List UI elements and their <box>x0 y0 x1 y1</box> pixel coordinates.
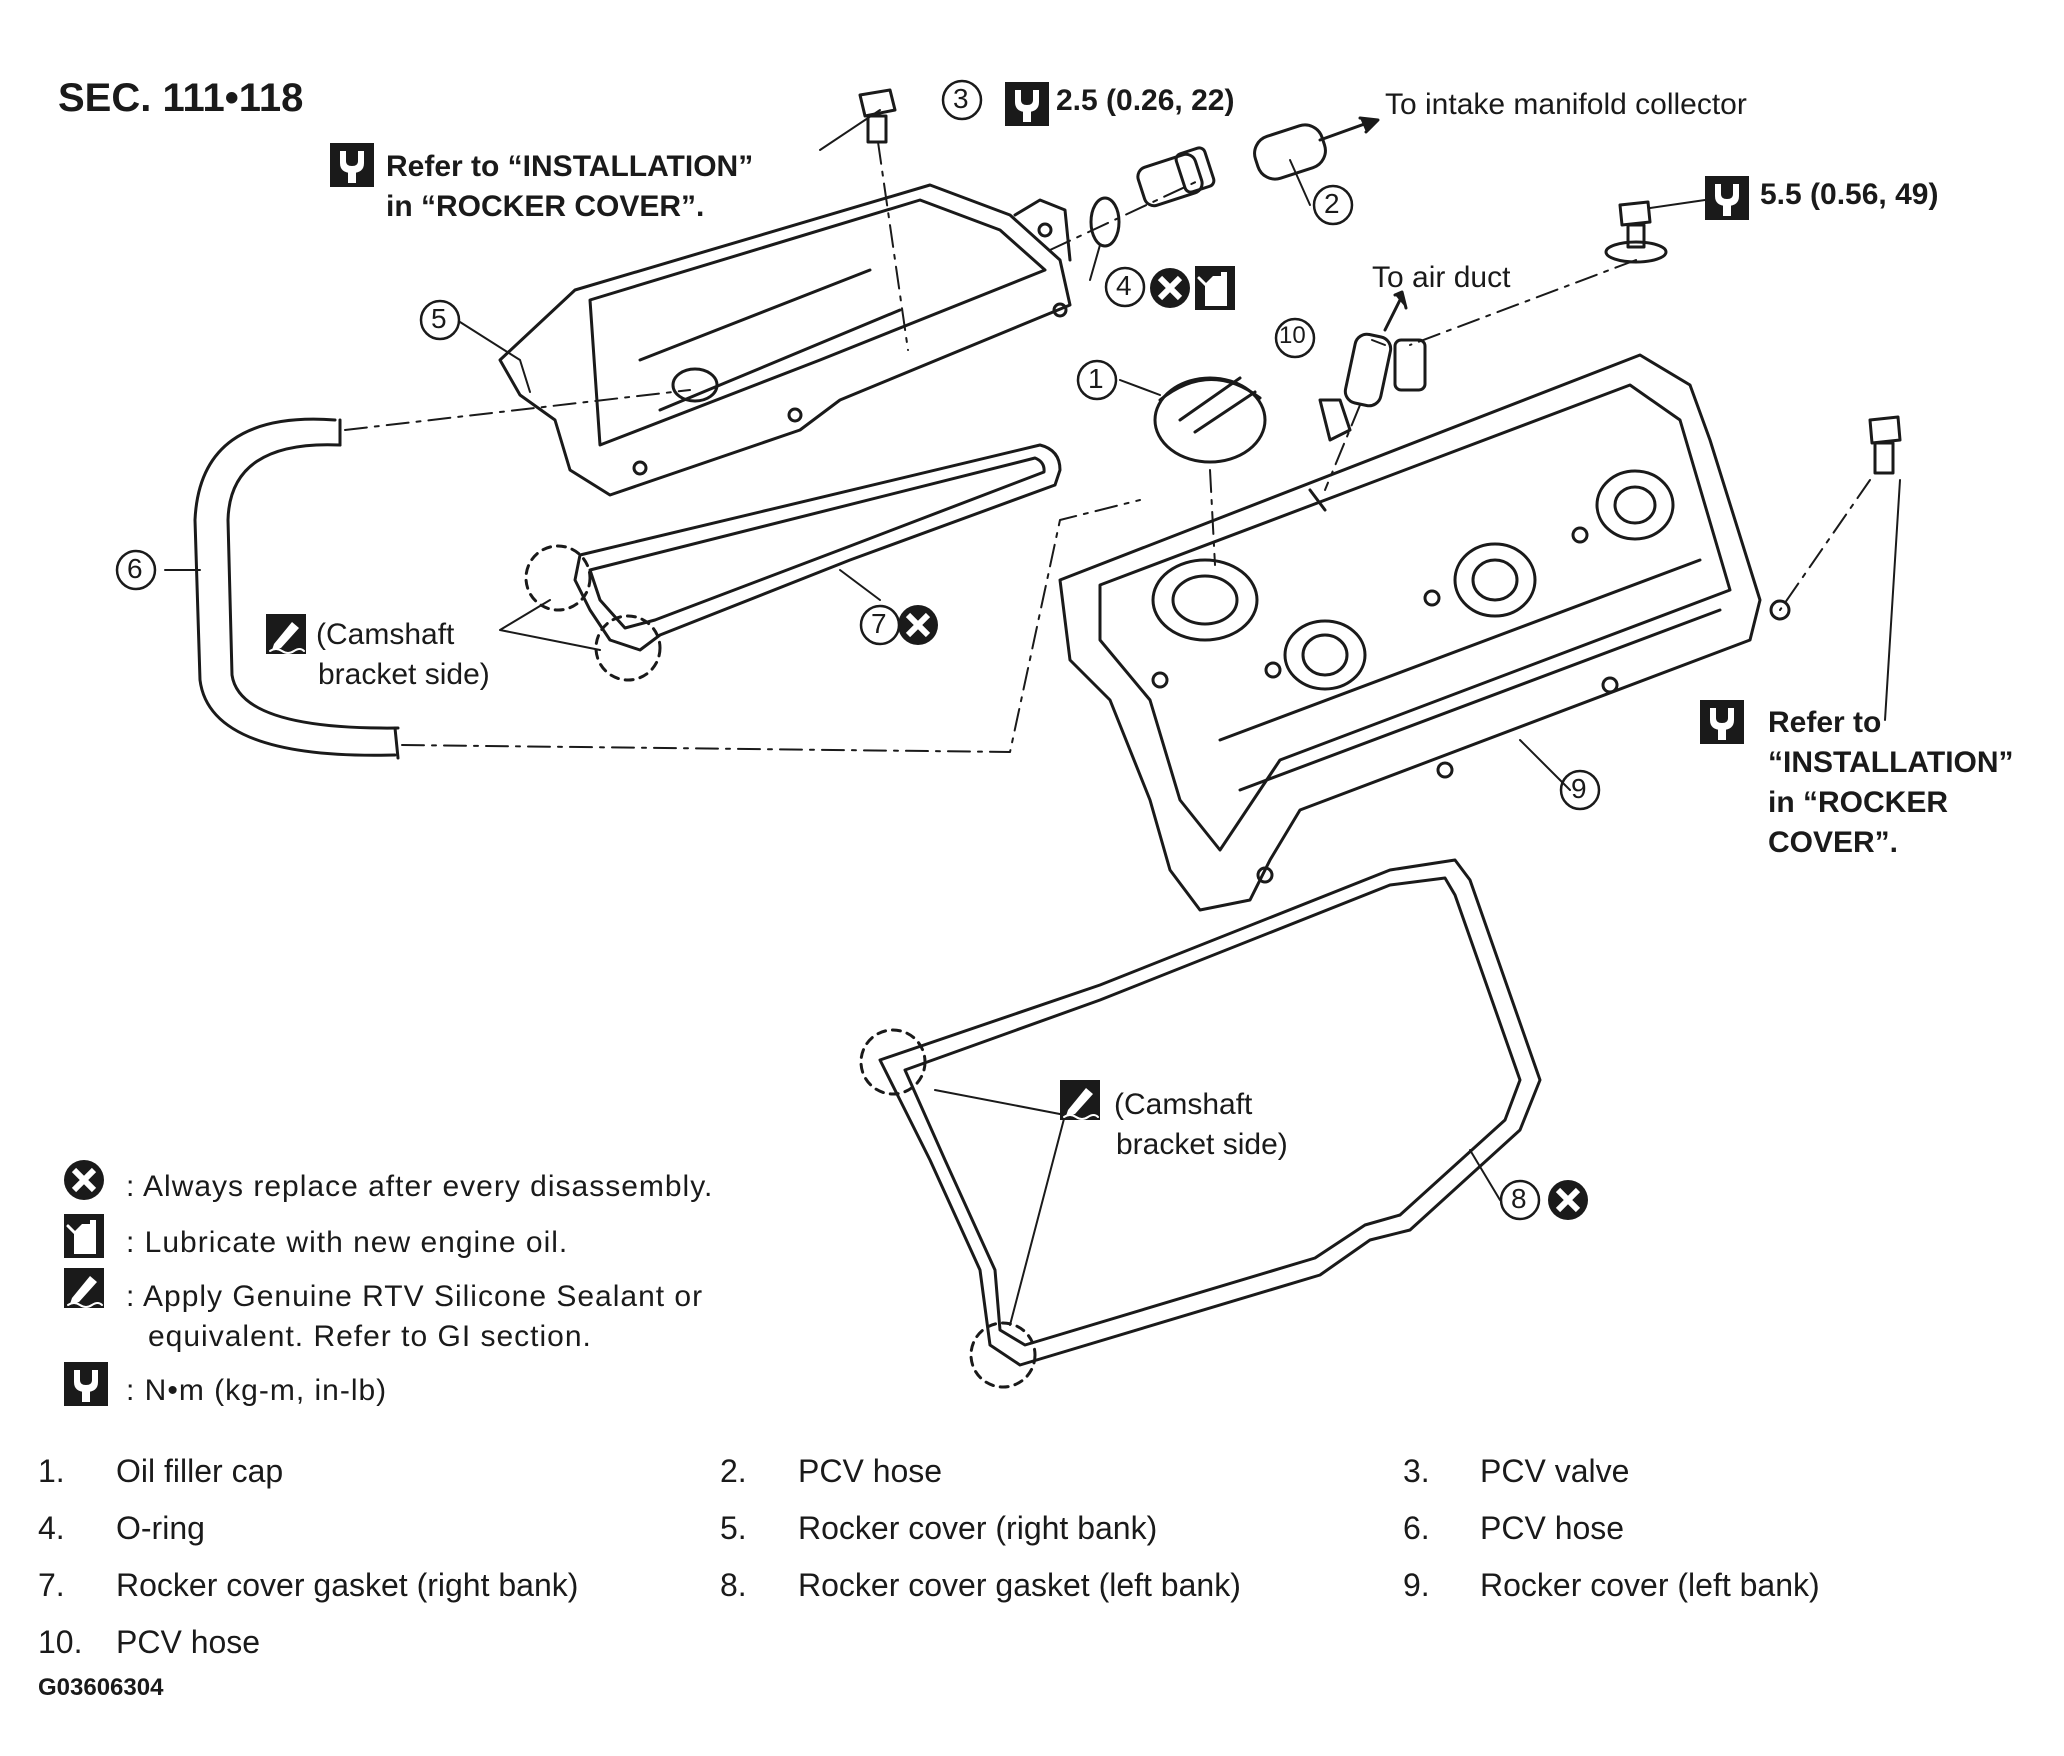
pcv-hose-6 <box>193 417 400 760</box>
legend-sealant: : Apply Genuine RTV Silicone Sealant or <box>126 1280 704 1313</box>
pcv-valve <box>1136 146 1216 208</box>
callout-number-10: 10 <box>1279 322 1306 349</box>
legend-sealant-cont: equivalent. Refer to GI section. <box>148 1320 592 1353</box>
callout-number-7: 7 <box>871 608 887 639</box>
torque-wrench-icon <box>62 1360 110 1408</box>
camshaft-detail-circle <box>969 1321 1037 1389</box>
parts-num: 4. <box>38 1510 65 1546</box>
sealant-icon <box>1058 1078 1102 1122</box>
refer-installation-line1: Refer to “INSTALLATION” <box>386 150 754 183</box>
legend-torque-units: : N•m (kg-m, in-lb) <box>126 1374 388 1407</box>
replace-x-icon <box>1548 1180 1588 1220</box>
parts-num: 6. <box>1403 1510 1430 1546</box>
to-intake-label: To intake manifold collector <box>1385 88 1747 121</box>
replace-x-icon <box>1150 268 1190 308</box>
rocker-cover-gasket-right-bank <box>573 443 1062 652</box>
parts-num: 5. <box>720 1510 747 1546</box>
parts-num: 8. <box>720 1567 747 1603</box>
rocker-cover-right-bank <box>498 183 1072 497</box>
torque-wrench-icon <box>1698 698 1746 746</box>
camshaft-note-left-line1: (Camshaft <box>1114 1088 1253 1121</box>
parts-num: 1. <box>38 1453 65 1489</box>
parts-num: 2. <box>720 1453 747 1489</box>
to-air-duct-label: To air duct <box>1372 261 1511 294</box>
oil-can-icon <box>1193 264 1237 312</box>
bolt-torque: 5.5 (0.56, 49) <box>1760 178 1939 211</box>
parts-name: PCV valve <box>1480 1453 1630 1489</box>
camshaft-note-right-line1: (Camshaft <box>316 618 455 651</box>
parts-num: 9. <box>1403 1567 1430 1603</box>
parts-name: Rocker cover (right bank) <box>798 1510 1158 1546</box>
parts-name: PCV hose <box>116 1624 261 1660</box>
callout-number-3: 3 <box>953 83 969 114</box>
bolt-top-left <box>858 88 897 144</box>
parts-name: Rocker cover gasket (left bank) <box>798 1567 1241 1603</box>
callout-leaders <box>164 109 1901 1326</box>
rocker-cover-left-bank <box>1058 338 1791 912</box>
legend-replace: : Always replace after every disassembly… <box>126 1170 714 1203</box>
camshaft-note-left-line2: bracket side) <box>1116 1128 1288 1161</box>
parts-name: PCV hose <box>798 1453 943 1489</box>
section-title: SEC. 111•118 <box>58 76 304 120</box>
rocker-cover-gasket-left-bank <box>878 858 1542 1367</box>
refer-right-line3: in “ROCKER <box>1768 786 1948 819</box>
refer-right-line2: “INSTALLATION” <box>1768 746 2014 779</box>
parts-name: Oil filler cap <box>116 1453 284 1489</box>
camshaft-note-right-line2: bracket side) <box>318 658 490 691</box>
callout-number-6: 6 <box>127 553 143 584</box>
alignment-lines <box>344 141 1871 753</box>
arrow-to-intake <box>1318 120 1372 142</box>
callout-number-8: 8 <box>1511 1183 1527 1214</box>
figure-id: G03606304 <box>38 1674 164 1701</box>
o-ring <box>1089 196 1121 248</box>
parts-name: Rocker cover gasket (right bank) <box>116 1567 579 1603</box>
callout-number-9: 9 <box>1571 773 1587 804</box>
pcv-hose-2 <box>1253 123 1327 181</box>
parts-name: O-ring <box>116 1510 205 1546</box>
camshaft-detail-circle <box>594 614 662 682</box>
camshaft-detail-circle <box>524 544 592 612</box>
pcv-hose-10 <box>1343 332 1393 408</box>
sealant-icon <box>264 612 308 656</box>
parts-num: 3. <box>1403 1453 1430 1489</box>
bolt-top-right <box>1604 200 1668 264</box>
parts-num: 10. <box>38 1624 83 1660</box>
callout-number-1: 1 <box>1088 363 1104 394</box>
oil-filler-cap <box>1153 376 1267 464</box>
replace-x-icon <box>64 1160 104 1200</box>
callout-number-5: 5 <box>431 303 447 334</box>
oil-can-icon <box>62 1212 106 1260</box>
replace-x-icon <box>898 605 938 645</box>
refer-right-line1: Refer to <box>1768 706 1882 739</box>
refer-right-line4: COVER”. <box>1768 826 1899 859</box>
callout-number-4: 4 <box>1116 270 1132 301</box>
camshaft-detail-circle <box>859 1028 927 1096</box>
torque-wrench-icon <box>1003 80 1051 128</box>
number-circles <box>115 79 1601 1221</box>
refer-installation-line2: in “ROCKER COVER”. <box>386 190 705 223</box>
sealant-icon <box>62 1266 106 1310</box>
bolt-right <box>1868 415 1902 475</box>
parts-name: PCV hose <box>1480 1510 1625 1546</box>
callout-number-2: 2 <box>1324 188 1340 219</box>
torque-wrench-icon <box>1703 174 1751 222</box>
parts-name: Rocker cover (left bank) <box>1480 1567 1820 1603</box>
torque-wrench-icon <box>328 141 376 189</box>
pcv-valve-torque: 2.5 (0.26, 22) <box>1056 84 1235 117</box>
parts-num: 7. <box>38 1567 65 1603</box>
legend-lubricate: : Lubricate with new engine oil. <box>126 1226 569 1259</box>
arrow-to-air-duct <box>1383 298 1402 332</box>
